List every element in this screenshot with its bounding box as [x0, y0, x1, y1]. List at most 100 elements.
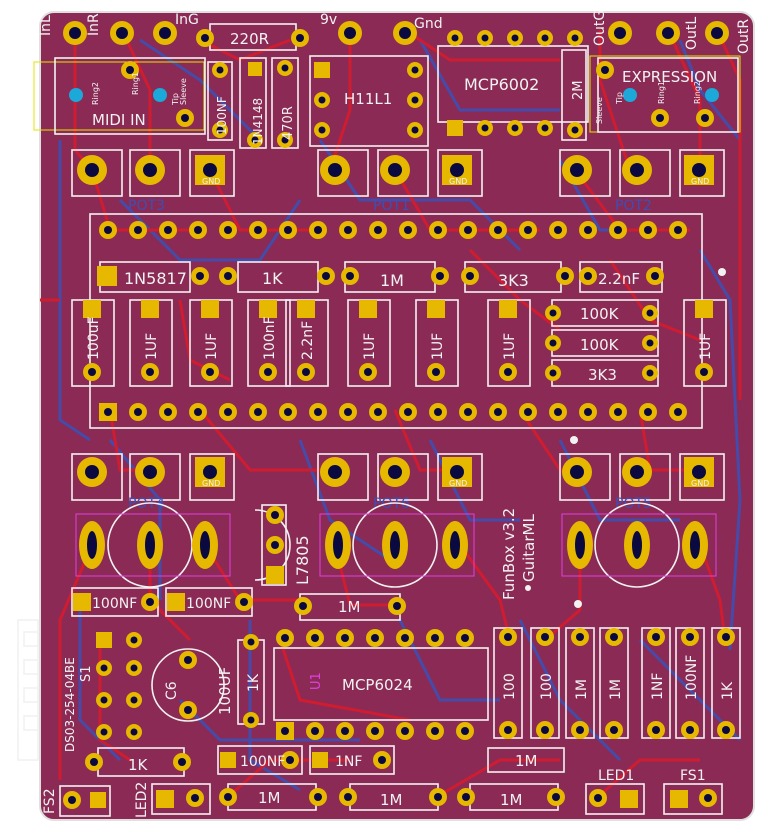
dip-switch-ref: S1: [79, 665, 94, 682]
regulator-l7805-label: L7805: [293, 535, 312, 585]
lower-right-part-label: 1K: [720, 681, 736, 700]
bottom-row-parts: 1K 100NF 1NF 1M 1M 1M 1M: [85, 745, 565, 811]
vias: [525, 268, 726, 608]
ic-u1-ref: U1: [309, 672, 324, 690]
midi-in-jack: MIDI IN Ring2 Ring1 Sleeve Tip: [33, 57, 206, 135]
resistor-1m-mid-label: 1M: [338, 598, 361, 616]
cap-mid-5: 1UF: [347, 299, 391, 387]
cap-mid-label: 1UF: [362, 333, 378, 360]
pin-label-inr: InR: [86, 13, 102, 36]
cap-100nf-top-label: 100NF: [215, 96, 229, 135]
ic-h11l1: H11L1: [309, 55, 429, 147]
lower-right-part-2: 1M: [565, 627, 595, 739]
pot-gnd-label-1: GND: [202, 177, 220, 186]
lower-right-part-4: 1NF: [641, 627, 671, 739]
cap-mid-1: 1UF: [129, 299, 173, 387]
cap-mid-8: 1UF: [683, 299, 727, 387]
footswitch-led-headers: FS2 LED2 LED1 FS1: [42, 768, 723, 818]
lower-right-part-label: 100: [539, 673, 555, 700]
resistor-220r-label: 220R: [230, 30, 269, 48]
dip-switch-label: DS03-254-04BE: [63, 657, 77, 752]
cap-100nf-top: 100NF: [207, 61, 233, 141]
expression-label: EXPRESSION: [622, 68, 717, 86]
cap-mid-label: 100uF: [86, 316, 102, 360]
pot-gnd-label-5: GND: [449, 479, 467, 488]
midi-tip-label: Tip: [171, 93, 180, 106]
cap-mid-label: 1UF: [502, 333, 518, 360]
daisy-seed-module: [89, 213, 703, 429]
parts-row-upper: 1N5817 1K 1M 3K3 2.2nF: [97, 261, 664, 293]
cap-mid-label: 1UF: [430, 333, 446, 360]
pin-label-gnd: Gnd: [414, 16, 443, 32]
pin-label-outg: OutG: [592, 10, 608, 46]
fs1-ref: FS1: [680, 768, 706, 784]
pot-gnd-label-4: GND: [202, 479, 220, 488]
fs2-ref: FS2: [42, 788, 58, 814]
ic-mcp6002: MCP6002: [437, 30, 589, 136]
cap-mid-label: 2.2nF: [300, 321, 316, 360]
resistor-3k3-label: 3K3: [498, 271, 529, 290]
midi-ring2-label: Ring2: [91, 82, 100, 105]
pot1-ref: POT1: [373, 198, 410, 214]
switch-knobs: [75, 502, 717, 588]
ic-h11l1-label: H11L1: [344, 90, 392, 108]
resistor-220r: 220R: [196, 23, 309, 51]
cap-100nf-a-label: 100NF: [92, 596, 137, 612]
ic-mcp6002-label: MCP6002: [464, 75, 539, 94]
ic-mcp6024-pins: [276, 629, 474, 740]
led1-ref: LED1: [598, 768, 634, 784]
lower-right-part-label: 100: [502, 673, 518, 700]
lower-right-part-label: 1NF: [650, 673, 666, 700]
cap-mid-4: 2.2nF: [285, 299, 329, 387]
resistor-1k-bottom-label: 1K: [128, 756, 149, 774]
lower-right-part-5: 100NF: [675, 627, 705, 739]
lower-right-part-1: 100: [530, 627, 560, 739]
cap-c6-100uf: C6 100UF: [151, 648, 234, 722]
expr-ring2-label: Ring2: [693, 81, 702, 104]
pot-gnd-label-6: GND: [691, 479, 709, 488]
ic-mcp6024-label: MCP6024: [342, 676, 413, 694]
cap-c6-ref: C6: [164, 681, 180, 700]
resistor-100k-1-label: 100K: [580, 305, 620, 323]
pot4-ref: POT4: [128, 496, 165, 512]
pot-gnd-label-2: GND: [449, 177, 467, 186]
cap-mid-label: 1UF: [698, 333, 714, 360]
expression-jack: EXPRESSION Sleeve Tip Ring1 Ring2: [589, 55, 741, 133]
cap-mid-2: 1UF: [189, 299, 233, 387]
caps-middle-row: 100uF 1UF 1UF 100nF 2.2nF 1UF 1UF 1UF 1UF: [71, 299, 727, 387]
diode-1n4148-label: 1N4148: [251, 98, 265, 145]
cap-1nf-bottom-label: 1NF: [335, 754, 362, 770]
regulator-l7805: L7805: [254, 504, 312, 586]
expr-sleeve-label: Sleeve: [595, 97, 604, 124]
expr-ring1-label: Ring1: [657, 81, 666, 104]
lower-right-part-label: 1M: [574, 679, 590, 700]
resistor-2m: 2M: [561, 30, 587, 141]
expr-tip-label: Tip: [615, 92, 624, 105]
pot6-ref: POT6: [373, 496, 410, 512]
cap-mid-label: 1UF: [144, 333, 160, 360]
board-author: GuitarML: [520, 514, 538, 582]
dip-switch-s1: DS03-254-04BE S1: [17, 619, 142, 761]
resistor-1m-bottom-d-label: 1M: [500, 791, 523, 809]
pin-label-inl: InL: [38, 15, 54, 36]
midi-in-label: MIDI IN: [92, 111, 146, 129]
resistor-100k-2-label: 100K: [580, 336, 620, 354]
cap-mid-label: 100nF: [262, 316, 278, 360]
resistor-3k3-2-label: 3K3: [588, 366, 617, 384]
top-header-pins: [63, 21, 729, 45]
cap-2-2nf-label: 2.2nF: [598, 270, 640, 288]
pot3-ref: POT3: [128, 198, 165, 214]
top-pin-labels: InL InR InG 9v Gnd OutG OutL OutR: [38, 10, 752, 54]
pin-label-outr: OutR: [736, 19, 752, 54]
ic-mcp6024: MCP6024 U1 1K: [237, 629, 489, 740]
cap-mid-7: 1UF: [487, 299, 531, 387]
diode-1n4148: 1N4148: [239, 57, 267, 149]
pin-label-ing: InG: [175, 12, 199, 28]
lower-right-part-label: 100NF: [684, 655, 700, 700]
lower-right-part-label: 1M: [608, 679, 624, 700]
resistor-1m-label: 1M: [380, 271, 404, 290]
cap-mid-0: 100uF: [71, 299, 115, 387]
cap-mid-label: 1UF: [204, 333, 220, 360]
resistor-1m-bottom-b-label: 1M: [258, 789, 281, 807]
